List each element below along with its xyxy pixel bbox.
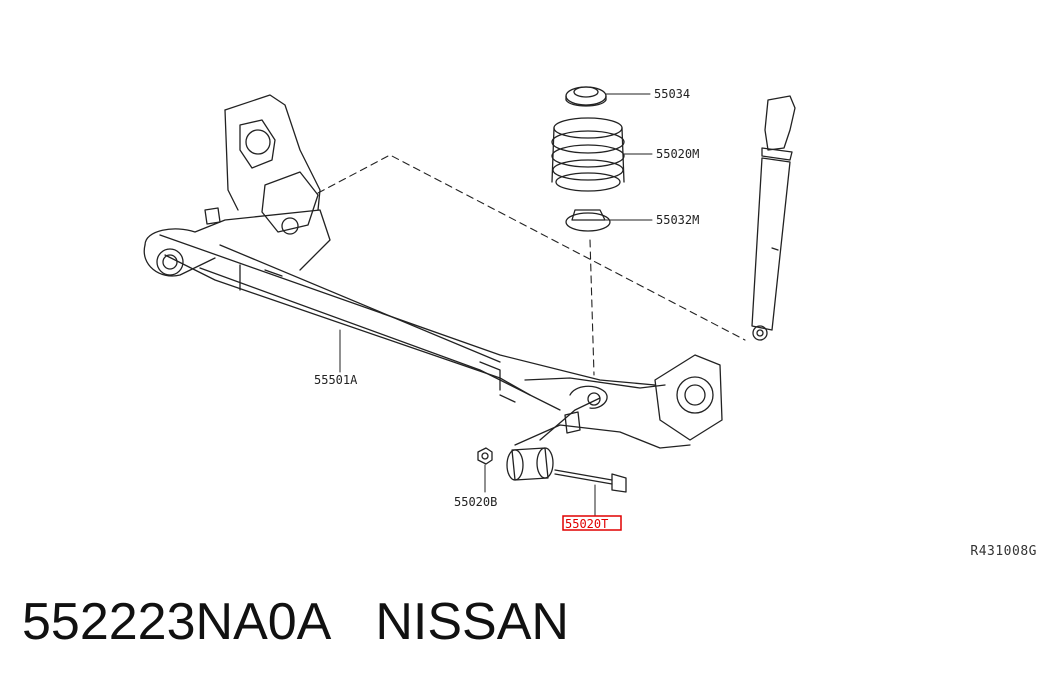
nut [477,447,493,465]
part-number: 552223NA0A [22,593,332,651]
leader-lines [339,93,653,517]
part-label-55032M: 55032M [656,213,699,227]
bolt [554,469,627,493]
lower-spring-seat [565,209,611,232]
part-label-55020M: 55020M [656,147,699,161]
coil-spring [551,117,625,192]
shock-absorber [751,95,796,341]
left-trailing-arm [143,94,331,277]
part-label-55034: 55034 [654,87,690,101]
reference-code: R431008G [970,544,1037,559]
assembly-dashed-lines [317,154,746,376]
parts-diagram: 55034 55020M 55032M 55501A 55020B 55020T [143,86,796,531]
part-label-55501A: 55501A [314,373,358,387]
highlight-box [562,515,622,531]
right-trailing-arm [514,354,723,449]
bushing [506,447,554,481]
axle-beam [159,234,656,411]
brand-name: NISSAN [375,593,569,651]
part-label-55020B: 55020B [454,495,497,509]
upper-spring-seat [565,86,607,107]
part-label-55020T: 55020T [565,517,608,531]
footer-caption: 552223NA0A NISSAN [22,596,569,648]
